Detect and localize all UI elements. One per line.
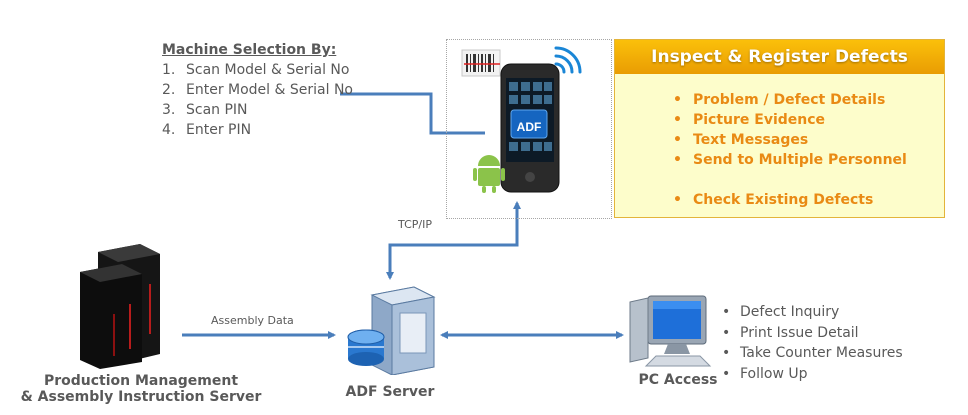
tcp-ip-connector: [386, 201, 521, 280]
adf-server-label: ADF Server: [345, 384, 435, 400]
production-server-label: Production Management & Assembly Instruc…: [20, 373, 262, 405]
list-item: Print Issue Detail: [722, 323, 903, 344]
assembly-data-label: Assembly Data: [211, 314, 294, 327]
adf-app-label: ADF: [517, 120, 542, 134]
wifi-icon: [554, 46, 582, 74]
list-item: 4.Enter PIN: [162, 122, 252, 138]
list-item: Send to Multiple Personnel: [673, 150, 907, 170]
machine-to-phone-connector: [340, 92, 485, 135]
barcode-icon: [461, 49, 501, 77]
android-icon: [473, 155, 505, 193]
list-item: Picture Evidence: [673, 110, 907, 130]
list-item: Text Messages: [673, 130, 907, 150]
list-item: Check Existing Defects: [673, 190, 907, 210]
phone-frame: [446, 39, 612, 219]
list-item: 1.Scan Model & Serial No: [162, 62, 350, 78]
inspect-panel-title: Inspect & Register Defects: [615, 40, 944, 74]
tcp-ip-label: TCP/IP: [398, 218, 432, 231]
list-item: Defect Inquiry: [722, 302, 903, 323]
inspect-register-panel: Inspect & Register Defects Problem / Def…: [614, 39, 945, 218]
pc-access-label: PC Access: [638, 372, 718, 388]
list-item: Problem / Defect Details: [673, 90, 907, 110]
inspect-feature-list: Problem / Defect Details Picture Evidenc…: [673, 90, 907, 210]
list-item: 3.Scan PIN: [162, 102, 248, 118]
machine-selection-heading: Machine Selection By:: [162, 42, 337, 58]
machine-selection-list: Machine Selection By: 1.Scan Model & Ser…: [162, 40, 353, 140]
computer-icon: [629, 295, 712, 367]
pc-feature-list: Defect Inquiry Print Issue Detail Take C…: [722, 302, 903, 384]
list-item: Follow Up: [722, 364, 903, 385]
list-item: 2.Enter Model & Serial No: [162, 82, 353, 98]
list-item: Take Counter Measures: [722, 343, 903, 364]
server-rack-icon: [80, 244, 160, 369]
smartphone-icon: ADF: [461, 46, 582, 193]
adf-server-icon: [347, 286, 436, 375]
